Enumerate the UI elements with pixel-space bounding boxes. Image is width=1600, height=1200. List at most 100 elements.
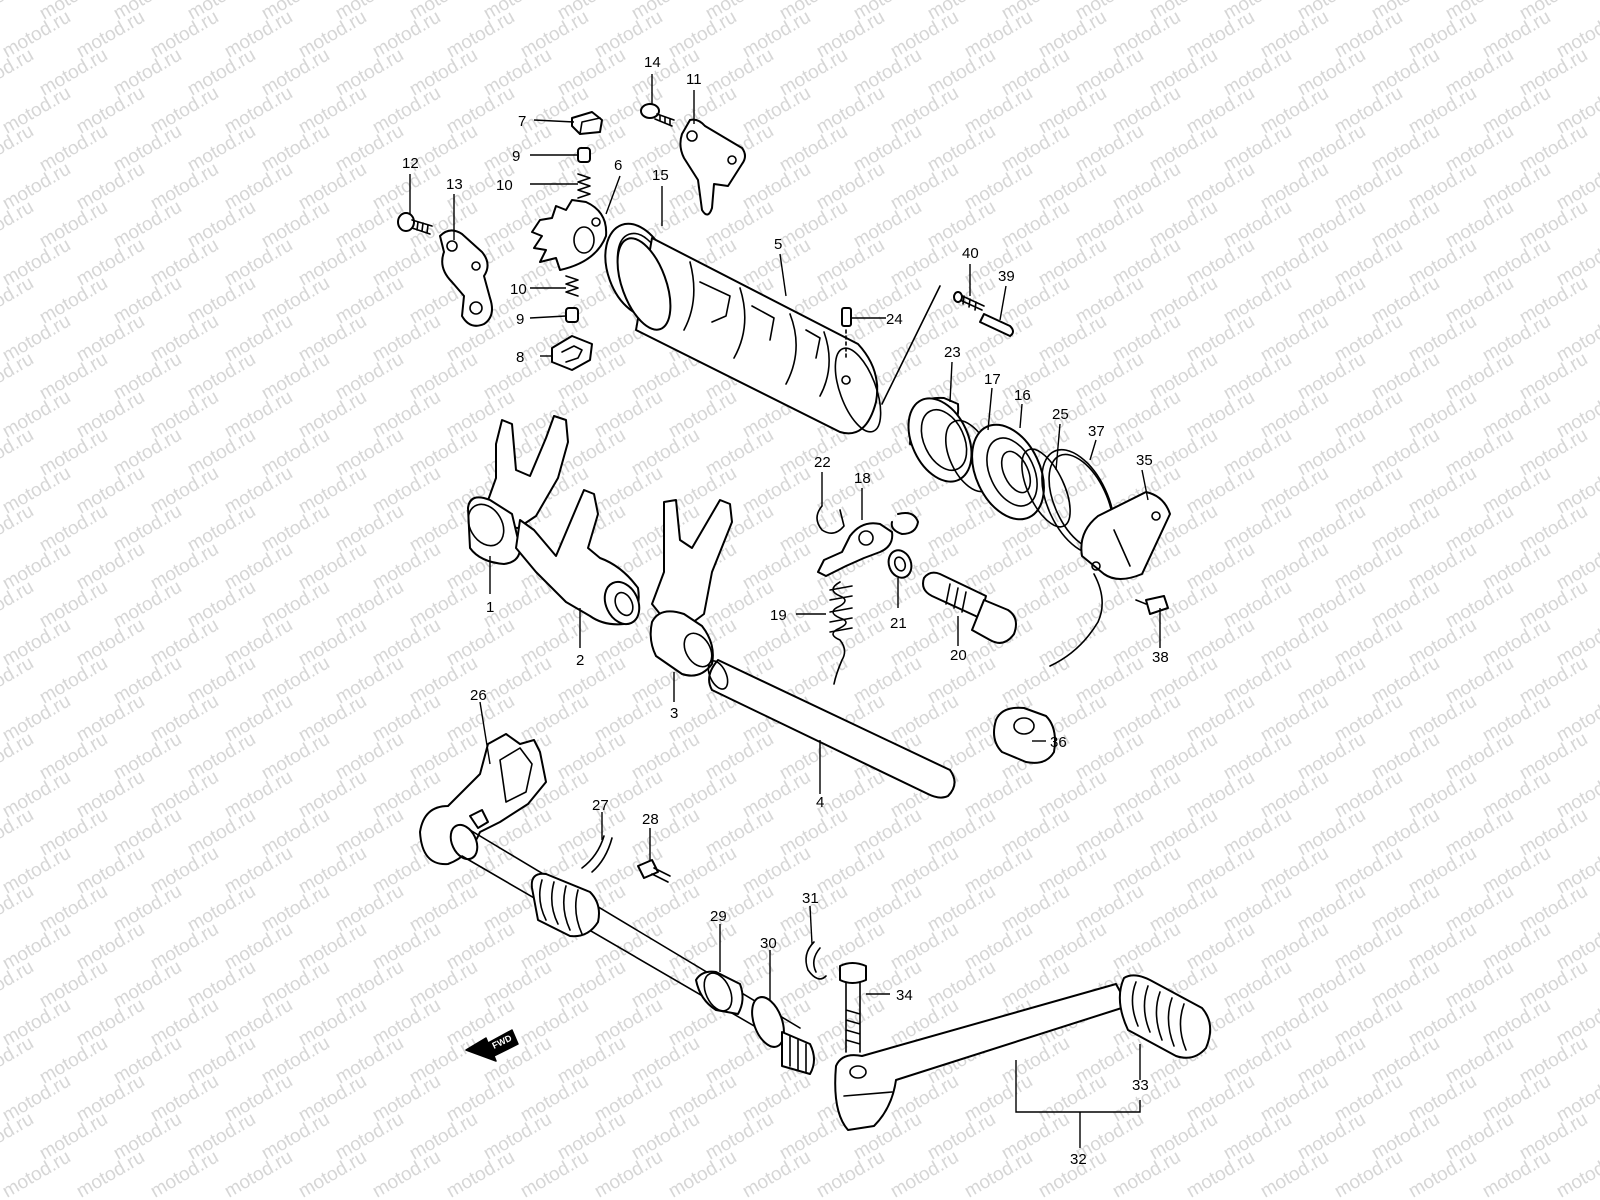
callout-35: 35 bbox=[1136, 452, 1153, 469]
callout-32: 32 bbox=[1070, 1151, 1087, 1168]
part-38-screw bbox=[1135, 595, 1169, 615]
watermark-text: motod.ru bbox=[147, 1147, 222, 1200]
callout-23: 23 bbox=[944, 344, 961, 361]
callout-11: 11 bbox=[686, 71, 702, 88]
part-26-gearshift-shaft bbox=[419, 733, 801, 1049]
watermark-text: motod.ru bbox=[0, 0, 37, 24]
part-10-spring-bottom bbox=[565, 275, 579, 297]
callout-7: 7 bbox=[518, 113, 526, 130]
part-1-shift-fork bbox=[467, 415, 569, 565]
part-13-stopper-plate bbox=[439, 229, 493, 327]
part-14-bolt bbox=[640, 103, 675, 127]
part-32-shift-lever bbox=[834, 983, 1129, 1131]
watermark-text: motod.ru bbox=[739, 1147, 814, 1200]
callout-4: 4 bbox=[816, 794, 824, 811]
part-5-shift-drum bbox=[616, 237, 882, 435]
watermark-text: motod.ru bbox=[1183, 1147, 1258, 1200]
watermark-text: motod.ru bbox=[0, 1147, 74, 1200]
part-21-washer bbox=[887, 549, 913, 579]
callout-1: 1 bbox=[486, 599, 494, 616]
part-9-pin-top bbox=[577, 147, 591, 163]
callout-26: 26 bbox=[470, 687, 487, 704]
watermark-text: motod.ru bbox=[1405, 1147, 1480, 1200]
callout-30: 30 bbox=[760, 935, 777, 952]
part-28-bolt bbox=[637, 859, 671, 883]
part-3-shift-fork bbox=[649, 499, 733, 677]
axis-line bbox=[881, 285, 941, 405]
watermark-text: motod.ru bbox=[517, 1147, 592, 1200]
callout-29: 29 bbox=[710, 908, 727, 925]
watermark-text: motod.ru bbox=[665, 1147, 740, 1200]
leader-lines bbox=[409, 74, 1161, 1148]
arrow-left-icon bbox=[465, 1029, 519, 1062]
part-22-clip bbox=[816, 505, 845, 534]
callout-19: 19 bbox=[770, 607, 787, 624]
callout-36: 36 bbox=[1050, 734, 1067, 751]
callout-13: 13 bbox=[446, 176, 463, 193]
watermark-text: motod.ru bbox=[1553, 1147, 1600, 1200]
part-35-cover bbox=[1049, 491, 1171, 667]
watermark-text: motod.ru bbox=[813, 1147, 888, 1200]
callout-12: 12 bbox=[402, 155, 419, 172]
part-16-bearing bbox=[971, 423, 1045, 521]
part-33-pedal-rubber bbox=[1118, 974, 1212, 1059]
part-27-wire bbox=[581, 835, 613, 873]
callout-39: 39 bbox=[998, 268, 1015, 285]
watermark-text: motod.ru bbox=[1257, 1147, 1332, 1200]
part-31-clip bbox=[805, 941, 827, 980]
part-29-seal bbox=[695, 970, 744, 1015]
callout-22: 22 bbox=[814, 454, 831, 471]
part-2-shift-fork bbox=[515, 489, 641, 626]
part-7-stopper bbox=[571, 111, 603, 135]
part-20-bolt bbox=[922, 571, 1017, 644]
callout-14: 14 bbox=[644, 54, 661, 71]
callout-9-bottom: 9 bbox=[516, 311, 524, 328]
watermark-text: motod.ru bbox=[369, 1147, 444, 1200]
callout-15: 15 bbox=[652, 167, 669, 184]
part-4-shaft bbox=[707, 659, 956, 799]
watermark-text: motod.ru bbox=[591, 1147, 666, 1200]
part-24-pin bbox=[841, 307, 852, 361]
part-11-plate bbox=[679, 118, 746, 216]
callout-37: 37 bbox=[1088, 423, 1105, 440]
callout-33: 33 bbox=[1132, 1077, 1149, 1094]
callout-10-top: 10 bbox=[496, 177, 513, 194]
callout-34: 34 bbox=[896, 987, 913, 1004]
part-40-screw bbox=[953, 291, 985, 311]
watermark-text: motod.ru bbox=[1109, 1147, 1184, 1200]
part-19-spring bbox=[829, 581, 853, 685]
callout-40: 40 bbox=[962, 245, 979, 262]
watermark-text: motod.ru bbox=[295, 1147, 370, 1200]
watermark-text: motod.ru bbox=[443, 1147, 518, 1200]
callout-24: 24 bbox=[886, 311, 903, 328]
callout-6: 6 bbox=[614, 157, 622, 174]
watermark-text: motod.ru bbox=[221, 1147, 296, 1200]
watermark-text: motod.ru bbox=[961, 1147, 1036, 1200]
watermark-text: motod.ru bbox=[73, 1147, 148, 1200]
part-36-grommet bbox=[993, 706, 1056, 764]
watermark-text: motod.ru bbox=[1479, 1147, 1554, 1200]
callout-27: 27 bbox=[592, 797, 609, 814]
callout-28: 28 bbox=[642, 811, 659, 828]
callout-31: 31 bbox=[802, 890, 819, 907]
callout-3: 3 bbox=[670, 705, 678, 722]
watermark-text: motod.ru bbox=[1331, 1147, 1406, 1200]
part-8-stopper bbox=[551, 335, 593, 371]
part-6-cam bbox=[531, 199, 608, 271]
part-18-plate bbox=[817, 512, 919, 577]
callout-25: 25 bbox=[1052, 406, 1069, 423]
part-39-pin bbox=[979, 313, 1014, 337]
callout-labels: 14 11 7 9 6 12 10 13 15 5 40 39 10 9 24 … bbox=[402, 54, 1169, 1168]
part-10-spring-top bbox=[577, 173, 591, 199]
callout-17: 17 bbox=[984, 371, 1001, 388]
callout-8: 8 bbox=[516, 349, 524, 366]
callout-5: 5 bbox=[774, 236, 782, 253]
callout-10-bottom: 10 bbox=[510, 281, 527, 298]
part-30-washer bbox=[751, 996, 815, 1075]
part-12-screw bbox=[397, 212, 433, 235]
callout-2: 2 bbox=[576, 652, 584, 669]
callout-21: 21 bbox=[890, 615, 907, 632]
callout-20: 20 bbox=[950, 647, 967, 664]
